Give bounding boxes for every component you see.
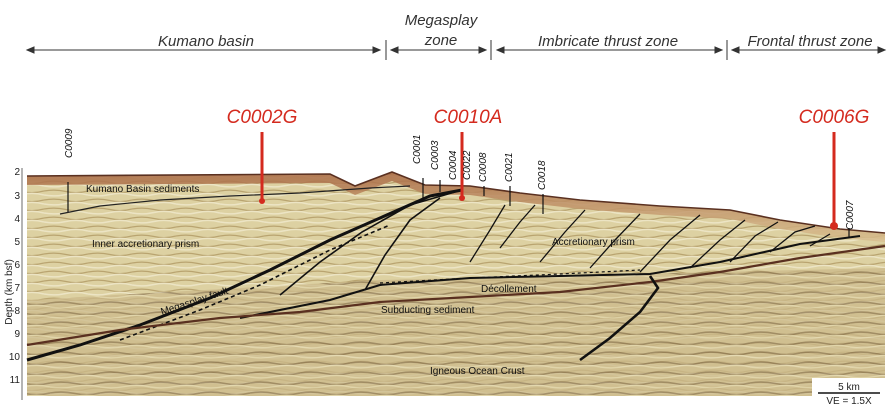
zone-imbricate-thrust: Imbricate thrust zone bbox=[538, 33, 678, 50]
label-igneous-crust: Igneous Ocean Crust bbox=[430, 366, 525, 377]
label-subducting-sediment: Subducting sediment bbox=[381, 305, 475, 316]
site-c0001: C0001 bbox=[412, 135, 423, 164]
depth-tick: 10 bbox=[9, 352, 21, 363]
depth-tick: 5 bbox=[14, 237, 20, 248]
site-c0009: C0009 bbox=[64, 128, 75, 158]
label-decollement: Décollement bbox=[481, 284, 537, 295]
site-c0002g: C0002G bbox=[227, 107, 298, 128]
depth-axis-title: Depth (km bsf) bbox=[4, 259, 15, 325]
borehole-c0006g-end bbox=[830, 222, 838, 230]
depth-tick: 11 bbox=[10, 375, 21, 386]
scale-ve-label: VE = 1.5X bbox=[826, 396, 872, 406]
depth-tick: 9 bbox=[14, 329, 20, 340]
scale-bar: 5 km VE = 1.5X bbox=[812, 378, 888, 406]
zone-frontal-thrust: Frontal thrust zone bbox=[747, 33, 872, 50]
site-c0007: C0007 bbox=[845, 200, 856, 230]
site-c0022: C0022 bbox=[462, 150, 473, 180]
depth-tick: 8 bbox=[14, 306, 20, 317]
depth-axis: Depth (km bsf) 2 3 4 5 6 7 8 9 10 11 bbox=[4, 167, 22, 400]
site-c0018: C0018 bbox=[537, 160, 548, 190]
label-inner-prism: Inner accretionary prism bbox=[92, 239, 199, 250]
zone-megasplay: Megasplay bbox=[405, 12, 479, 29]
site-c0004: C0004 bbox=[448, 150, 459, 180]
depth-tick: 3 bbox=[14, 191, 20, 202]
label-accretionary-prism: Accretionary prism bbox=[552, 237, 635, 248]
depth-tick: 7 bbox=[14, 283, 20, 294]
site-c0021: C0021 bbox=[504, 153, 515, 182]
depth-tick: 2 bbox=[14, 167, 20, 178]
zone-megasplay-2: zone bbox=[424, 32, 458, 49]
zone-kumano-basin: Kumano basin bbox=[158, 33, 254, 50]
depth-tick: 6 bbox=[14, 260, 20, 271]
site-c0010a: C0010A bbox=[434, 107, 503, 128]
site-c0006g: C0006G bbox=[799, 107, 870, 128]
borehole-c0002g-end bbox=[259, 198, 265, 204]
borehole-c0010a-end bbox=[459, 195, 465, 201]
site-c0008: C0008 bbox=[478, 152, 489, 182]
scale-bar-label: 5 km bbox=[838, 382, 860, 393]
label-kumano-sediments: Kumano Basin sediments bbox=[86, 184, 199, 195]
depth-tick: 4 bbox=[14, 214, 20, 225]
site-c0003: C0003 bbox=[430, 140, 441, 170]
